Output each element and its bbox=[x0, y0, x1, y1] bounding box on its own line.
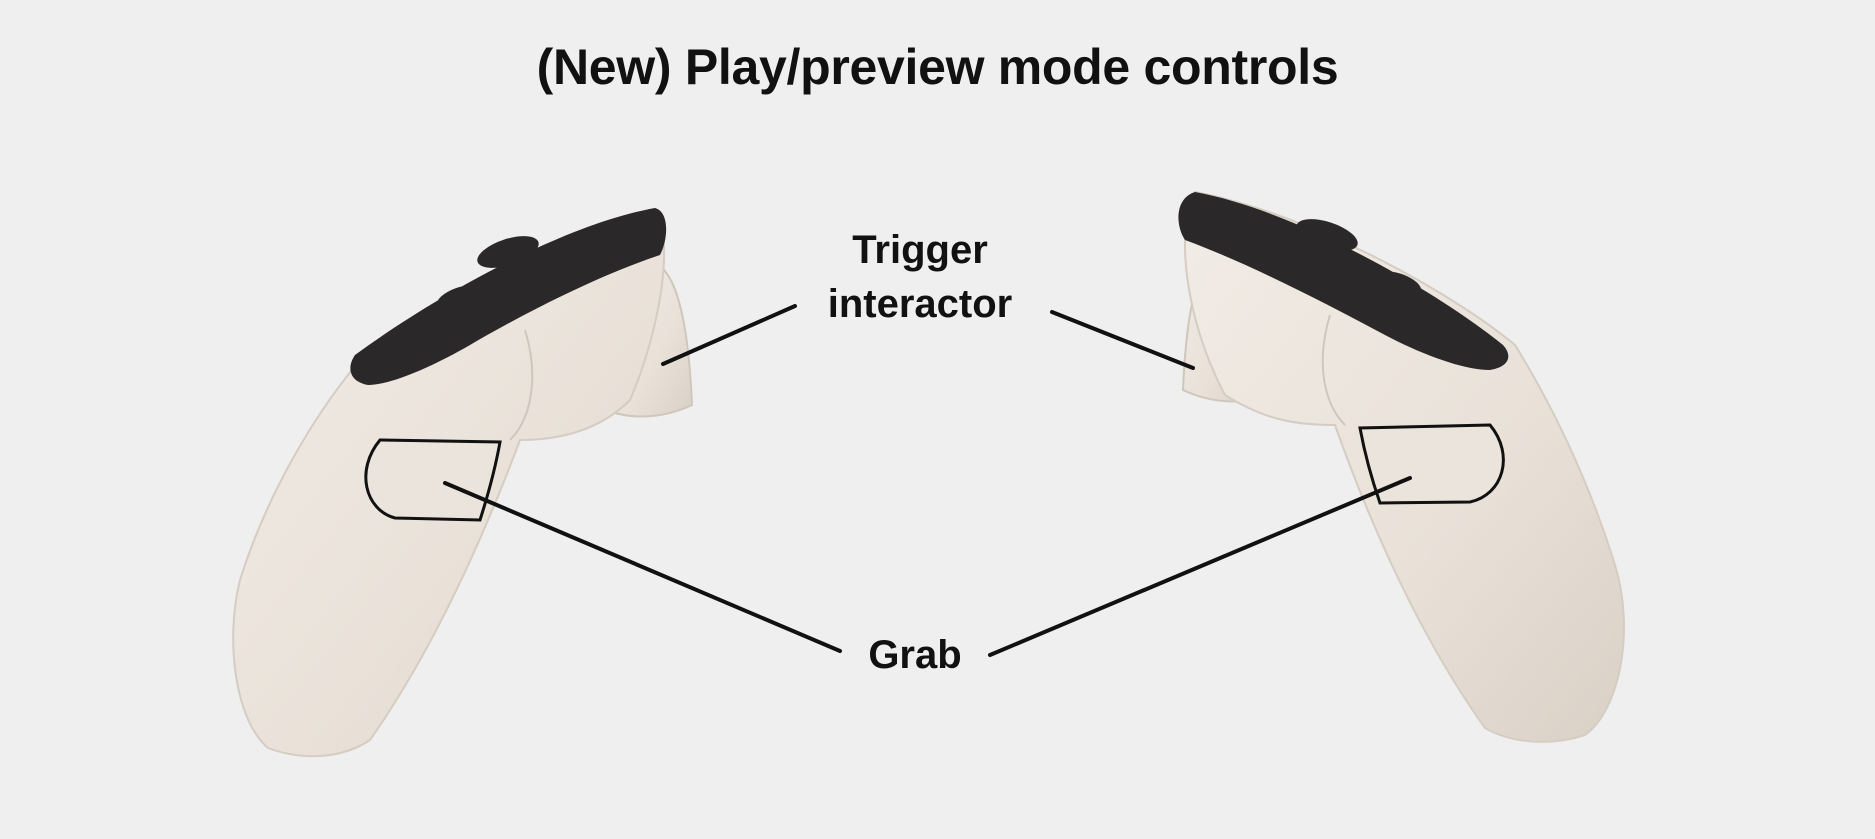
right-face bbox=[1178, 192, 1509, 370]
trigger-leader-right bbox=[1050, 310, 1195, 370]
trigger-interactor-label: Trigger interactor bbox=[790, 223, 1050, 331]
grab-label: Grab bbox=[868, 633, 962, 677]
left-grab-button bbox=[364, 438, 502, 522]
grab-leader-right bbox=[988, 476, 1412, 657]
left-face bbox=[350, 208, 667, 385]
right-button-b bbox=[1296, 230, 1324, 246]
trigger-label-line2: interactor bbox=[827, 282, 1013, 326]
left-button-b bbox=[521, 247, 549, 263]
right-button-a bbox=[1379, 271, 1421, 295]
right-controller bbox=[1178, 190, 1625, 743]
left-thumbstick bbox=[477, 236, 539, 282]
trigger-label-line1: Trigger bbox=[852, 228, 988, 272]
page-title: (New) Play/preview mode controls bbox=[536, 39, 1339, 95]
leader-lines bbox=[443, 304, 1412, 657]
left-controller bbox=[232, 208, 694, 758]
left-button-a bbox=[437, 285, 479, 309]
grab-leader-left bbox=[443, 481, 842, 653]
trigger-leader-left bbox=[661, 304, 797, 366]
